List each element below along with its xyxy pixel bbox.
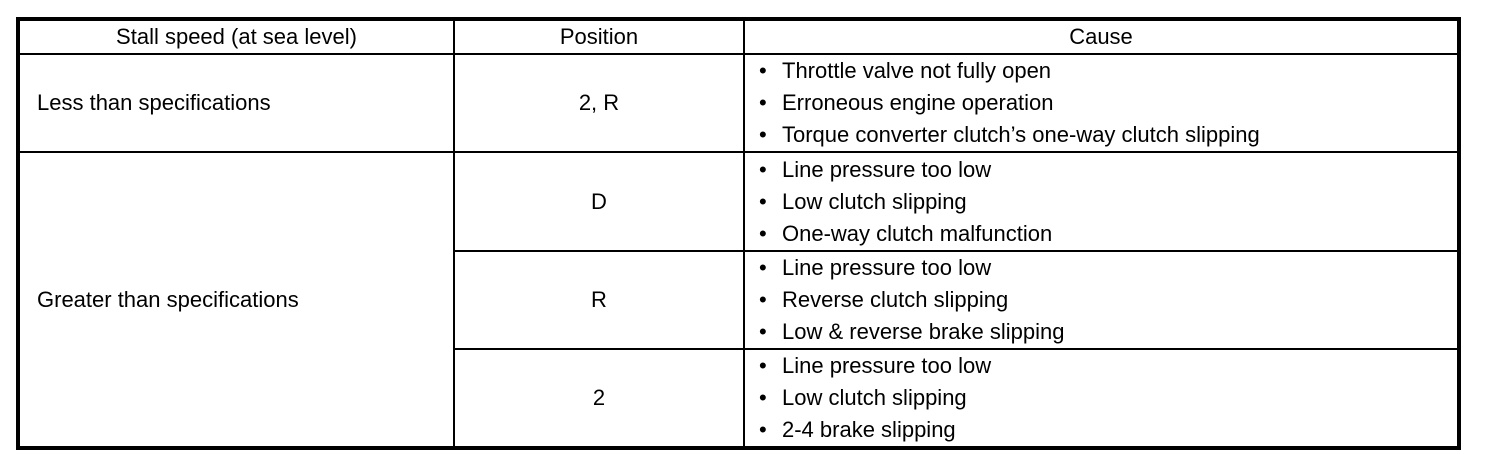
cause-text: Line pressure too low: [782, 255, 992, 280]
table-row: Greater than specifications D • Line pres…: [17, 151, 1460, 449]
bullet-icon: •: [759, 319, 767, 344]
cause-cell: • Line pressure too low • Low clutch slipp…: [743, 151, 1460, 252]
cause-item: • One-way clutch malfunction: [756, 218, 1457, 250]
bullet-icon: •: [759, 220, 767, 246]
cause-text: 2-4 brake slipping: [782, 417, 956, 442]
cause-item: • Line pressure too low: [756, 351, 1457, 382]
stall-speed-cell: Greater than specifications: [17, 151, 455, 449]
bullet-icon: •: [759, 156, 767, 182]
cause-item: • Line pressure too low: [756, 253, 1457, 284]
bullet-icon: •: [759, 417, 767, 442]
cause-item: • Throttle valve not fully open: [756, 56, 1457, 87]
bullet-icon: •: [759, 58, 767, 83]
cause-text: One-way clutch malfunction: [782, 220, 1053, 246]
cause-cell: • Line pressure too low • Reverse clutch s…: [743, 250, 1460, 350]
cause-text: Reverse clutch slipping: [782, 287, 1009, 312]
cause-item: • Erroneous engine operation: [756, 87, 1457, 119]
bullet-icon: •: [759, 122, 767, 147]
table-row: 2 • Line pressure too low • Low clutch sli…: [18, 348, 1460, 449]
table-header-row: Stall speed (at sea level) Position Caus…: [17, 18, 1460, 55]
cause-item: • Low clutch slipping: [756, 186, 1457, 218]
cause-text: Low & reverse brake slipping: [782, 319, 1065, 344]
cause-item: • Low clutch slipping: [756, 382, 1457, 414]
cause-text: Torque converter clutch’s one-way clutch…: [782, 122, 1260, 147]
bullet-icon: •: [759, 385, 767, 410]
bullet-icon: •: [759, 255, 767, 280]
table-row: R • Line pressure too low • Reverse clutch…: [18, 250, 1460, 350]
cause-cell: • Line pressure too low • Low clutch slipp…: [743, 348, 1460, 449]
column-header-cause: Cause: [743, 18, 1460, 55]
stall-speed-cell: Less than specifications: [17, 53, 455, 153]
position-cell: 2, R: [453, 53, 745, 153]
cause-text: Low clutch slipping: [782, 385, 967, 410]
bullet-icon: •: [759, 353, 767, 378]
table-row: Less than specifications 2, R • Throttle …: [17, 53, 1460, 153]
position-cell: D: [453, 151, 745, 252]
cause-text: Low clutch slipping: [782, 188, 967, 214]
position-cell: R: [453, 250, 745, 350]
cause-item: • Line pressure too low: [756, 154, 1457, 186]
cause-cell: • Throttle valve not fully open • Erroneou…: [743, 53, 1460, 153]
cause-item: • Reverse clutch slipping: [756, 284, 1457, 316]
cause-item: • 2-4 brake slipping: [756, 414, 1457, 446]
cause-text: Line pressure too low: [782, 156, 992, 182]
cause-text: Throttle valve not fully open: [782, 58, 1052, 83]
stall-speed-diagnosis-table: Stall speed (at sea level) Position Caus…: [16, 17, 1461, 450]
cause-text: Line pressure too low: [782, 353, 992, 378]
column-header-stall-speed: Stall speed (at sea level): [17, 18, 455, 55]
cause-item: • Low & reverse brake slipping: [756, 316, 1457, 347]
cause-item: • Torque converter clutch’s one-way clutc…: [756, 119, 1457, 150]
cause-text: Erroneous engine operation: [782, 90, 1054, 115]
bullet-icon: •: [759, 188, 767, 214]
bullet-icon: •: [759, 287, 767, 312]
bullet-icon: •: [759, 90, 767, 115]
position-cell: 2: [453, 348, 745, 449]
column-header-position: Position: [453, 18, 745, 55]
